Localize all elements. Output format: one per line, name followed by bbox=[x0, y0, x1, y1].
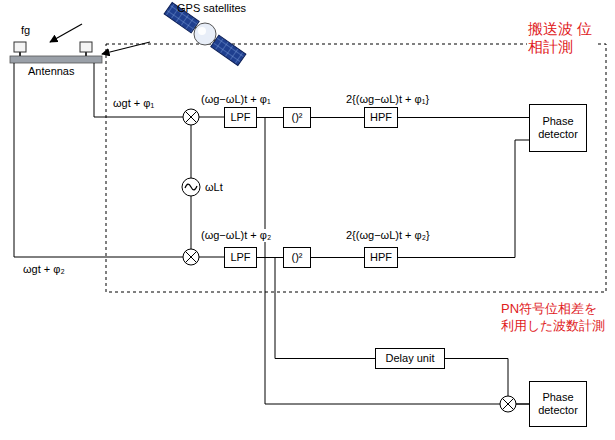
box-text: Delay unit bbox=[386, 352, 435, 365]
signal-connector bbox=[398, 117, 529, 118]
box-text: LPF bbox=[230, 111, 250, 124]
signal-label: 2{(ωg−ωL)t + φ₁} bbox=[345, 93, 430, 106]
signal-wire bbox=[199, 257, 226, 258]
frequency-label: fg bbox=[20, 24, 31, 37]
mixer-symbol bbox=[183, 109, 199, 125]
lo-wire bbox=[191, 196, 192, 249]
box-text: Phase detector bbox=[535, 115, 581, 141]
highpass-filter: HPF bbox=[364, 247, 398, 268]
box-text: ()² bbox=[292, 111, 303, 124]
signal-wire bbox=[94, 63, 183, 117]
signal-label: (ωg−ωL)t + φ₂ bbox=[200, 229, 272, 242]
signal-connector bbox=[445, 359, 529, 405]
box-text: HPF bbox=[370, 111, 392, 124]
signal-wire bbox=[199, 117, 226, 118]
signal-wire bbox=[14, 63, 183, 257]
signal-label: 2{(ωg−ωL)t + φ₂} bbox=[345, 229, 431, 242]
highpass-filter: HPF bbox=[364, 107, 398, 128]
delay-unit: Delay unit bbox=[375, 348, 445, 369]
antenna-array bbox=[10, 42, 102, 63]
local-oscillator bbox=[182, 178, 200, 196]
lowpass-filter: LPF bbox=[224, 247, 257, 268]
lo-wire bbox=[191, 125, 192, 178]
receiver-region bbox=[106, 44, 606, 292]
signal-connector bbox=[311, 117, 364, 118]
signal-connector bbox=[257, 118, 529, 405]
box-text: ()² bbox=[292, 251, 303, 264]
oscillator-label: ωLt bbox=[204, 181, 224, 194]
signal-arrow bbox=[102, 42, 150, 54]
antenna-label: Antennas bbox=[27, 65, 75, 78]
mixer-symbol bbox=[500, 396, 516, 412]
signal-connector bbox=[257, 258, 375, 359]
lowpass-filter: LPF bbox=[224, 107, 257, 128]
signal-label: ωgt + φ₂ bbox=[22, 263, 66, 276]
phase-detector: Phase detector bbox=[529, 104, 587, 152]
satellite-label: GPS satellites bbox=[176, 2, 247, 15]
box-text: HPF bbox=[370, 251, 392, 264]
phase-detector: Phase detector bbox=[529, 381, 587, 427]
annotation-note: 搬送波 位相計測 bbox=[527, 20, 595, 56]
box-text: Phase detector bbox=[535, 391, 581, 417]
squarer-box: ()² bbox=[283, 247, 311, 268]
annotation-note: PN符号位相差を 利用した波数計測 bbox=[500, 300, 614, 334]
mixer-symbol bbox=[183, 249, 199, 265]
signal-connector bbox=[311, 257, 364, 258]
signal-label: (ωg−ωL)t + φ₁ bbox=[200, 93, 272, 106]
squarer-box: ()² bbox=[283, 107, 311, 128]
signal-label: ωgt + φ₁ bbox=[112, 97, 155, 110]
signal-arrow bbox=[50, 24, 82, 42]
box-text: LPF bbox=[230, 251, 250, 264]
